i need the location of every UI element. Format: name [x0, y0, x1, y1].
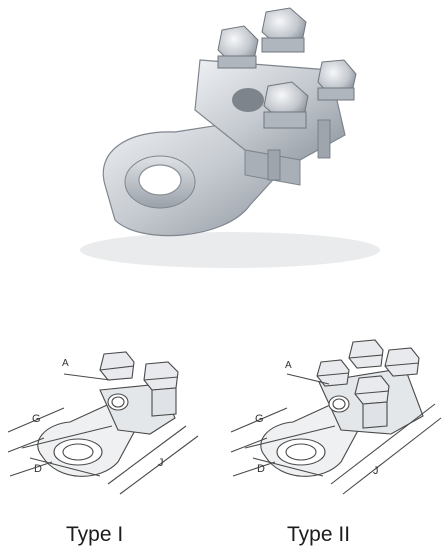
dimension-label-a: A: [62, 358, 69, 369]
type-i-caption: Type I: [66, 523, 124, 546]
dimension-label-g: G: [32, 413, 41, 425]
battery-terminal-clamp-photo: [80, 7, 380, 268]
dimension-label-a: A: [285, 360, 292, 371]
type-i-diagram: A G D J: [7, 351, 199, 495]
type-ii-diagram: A G D J: [230, 339, 442, 495]
type-ii-clamp-drawing: [230, 339, 442, 495]
dimension-label-d: D: [257, 463, 265, 475]
dimension-label-g: G: [255, 413, 264, 425]
type-ii-caption: Type II: [287, 523, 351, 546]
dimension-label-j: J: [373, 465, 379, 477]
dimension-label-d: D: [34, 463, 42, 475]
dimension-label-j: J: [158, 457, 164, 469]
type-i-clamp-drawing: [7, 351, 199, 495]
product-photo: [80, 7, 380, 268]
